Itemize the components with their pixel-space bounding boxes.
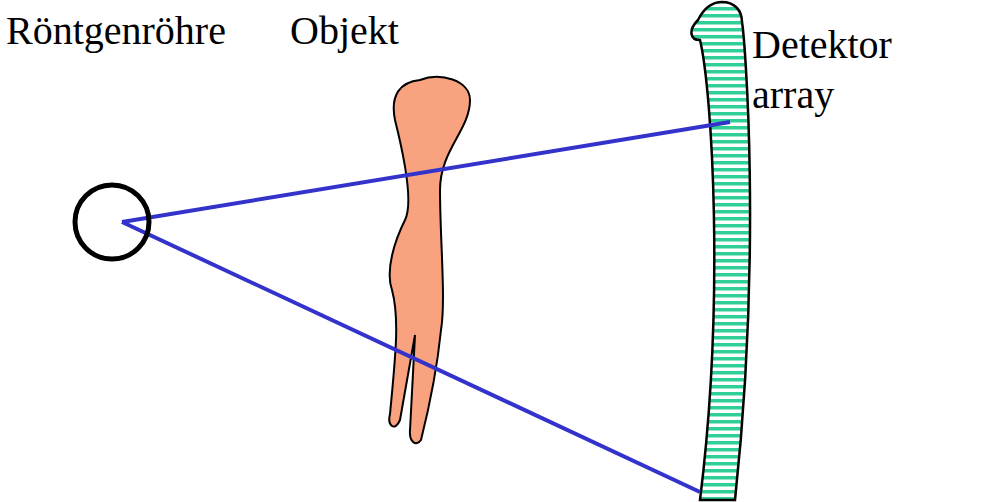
tube-label: Röntgenröhre	[6, 6, 266, 56]
object-label: Objekt	[290, 6, 450, 56]
x-ray-tube	[75, 185, 149, 259]
beam-line	[122, 222, 700, 492]
detector-array	[691, 2, 750, 500]
detector-label: Detektor array	[752, 20, 962, 120]
object-shape	[389, 77, 470, 443]
beam-line	[122, 122, 730, 222]
